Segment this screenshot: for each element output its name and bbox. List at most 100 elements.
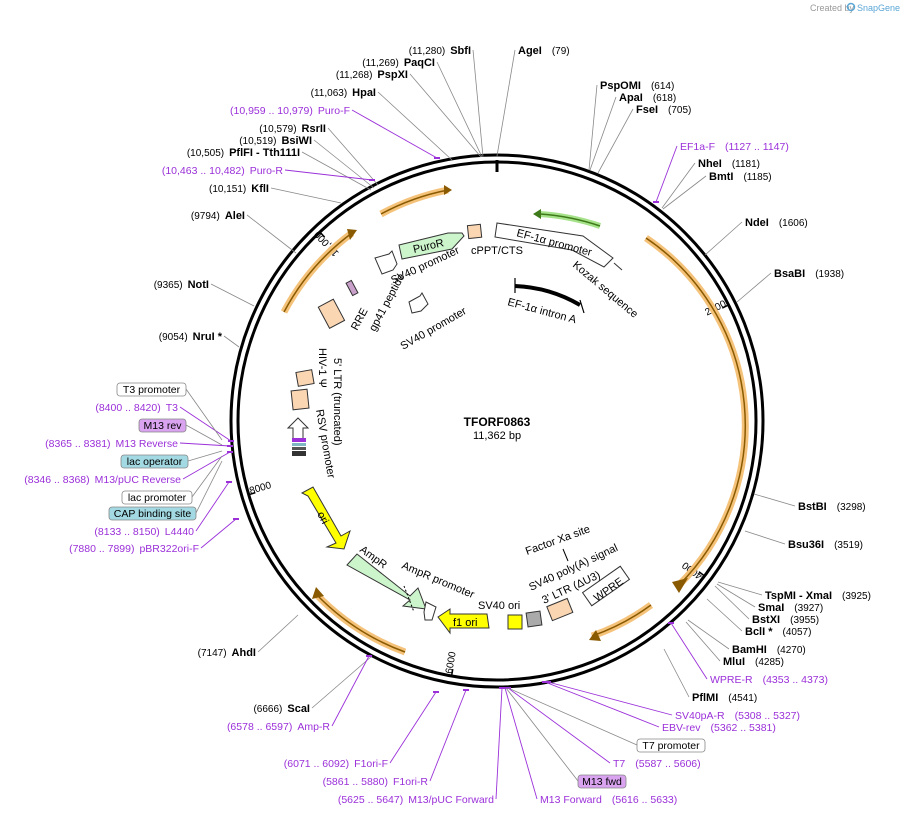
primer-m13-forward[interactable]: M13 Forward(5616 .. 5633) <box>502 687 677 806</box>
boxed-lac-operator[interactable]: lac operator <box>120 450 223 469</box>
site-connector <box>687 619 730 650</box>
orf-arc-main-arrow <box>672 578 688 593</box>
site-nhei[interactable]: NheI(1181) <box>661 158 760 209</box>
site-name: FseI <box>636 104 658 116</box>
boxed-m13-fwd[interactable]: M13 fwd <box>505 687 627 789</box>
site-agei[interactable]: AgeI(79) <box>496 45 570 157</box>
site-pspomi[interactable]: PspOMI(614) <box>588 80 674 171</box>
site-bamhi[interactable]: BamHI(4270) <box>687 619 806 656</box>
primer-range: (5587 .. 5606) <box>635 758 700 770</box>
orf-arc-2-arrow <box>589 630 601 641</box>
primer-m13-reverse[interactable]: M13 Reverse(8365 .. 8381) <box>45 438 233 450</box>
primer-range: (5625 .. 5647) <box>338 794 403 806</box>
site-position: (618) <box>653 93 676 104</box>
credit-text: Created by <box>810 3 855 13</box>
site-smai[interactable]: SmaI(3927) <box>716 583 823 614</box>
site-pspxi[interactable]: PspXI(11,268) <box>336 69 482 158</box>
primer-f1ori-r[interactable]: F1ori-R(5861 .. 5880) <box>323 689 469 788</box>
site-connector <box>662 175 707 210</box>
primer-puro-r[interactable]: Puro-R(10,463 .. 10,482) <box>162 165 375 181</box>
ring-tick-mark <box>698 571 706 577</box>
site-name: Bsu36I <box>788 539 824 551</box>
boxed-m13-rev[interactable]: M13 rev <box>138 418 223 446</box>
primer-range: (8400 .. 8420) <box>95 402 160 414</box>
site-tspmi-xmai[interactable]: TspMI - XmaI(3925) <box>717 581 871 602</box>
site-bstbi[interactable]: BstBI(3298) <box>753 493 866 513</box>
site-name: PflFI - Tth111I <box>229 147 300 159</box>
boxed-cap-binding-site[interactable]: CAP binding site <box>108 460 223 521</box>
site-ndei[interactable]: NdeI(1606) <box>704 217 808 256</box>
primer-name: Puro-F <box>318 105 350 117</box>
site-scai[interactable]: ScaI(6666) <box>253 655 373 715</box>
boxed-lac-promoter[interactable]: lac promoter <box>121 455 223 505</box>
site-connector <box>210 283 255 307</box>
ltr5-box <box>290 388 310 411</box>
primer-puro-f[interactable]: Puro-F(10,959 .. 10,979) <box>230 105 440 159</box>
site-name: SbfI <box>450 45 471 57</box>
primer-ebv-rev[interactable]: EBV-rev(5362 .. 5381) <box>542 681 776 734</box>
site-pflmi[interactable]: PflMI(4541) <box>663 648 757 704</box>
credit-brand: SnapGene <box>857 3 900 13</box>
site-bsabi[interactable]: BsaBI(1938) <box>736 268 844 303</box>
primer-connector <box>182 451 231 480</box>
site-position: (10,505) <box>187 148 224 159</box>
site-connector <box>311 655 373 709</box>
green-arc-line <box>539 213 601 227</box>
site-hpai[interactable]: HpaI(11,063) <box>311 87 453 161</box>
site-bmti[interactable]: BmtI(1185) <box>662 171 772 210</box>
primer-range: (4353 .. 4373) <box>763 674 828 686</box>
site-connector <box>704 221 743 256</box>
site-bsu36i[interactable]: Bsu36I(3519) <box>744 530 863 551</box>
site-paqci[interactable]: PaqCI(11,269) <box>362 57 483 158</box>
primer-m13-puc-reverse[interactable]: M13/pUC Reverse(8346 .. 8368) <box>24 451 233 486</box>
primer-m13-puc-forward[interactable]: M13/pUC Forward(5625 .. 5647) <box>338 687 505 806</box>
site-fsei[interactable]: FseI(705) <box>597 104 691 174</box>
boxed-t3-promoter[interactable]: T3 promoter <box>116 382 223 441</box>
primer-connector <box>179 406 232 442</box>
site-connector <box>246 214 297 254</box>
primer-f1ori-f[interactable]: F1ori-F(6071 .. 6092) <box>284 691 439 770</box>
site-apai[interactable]: ApaI(618) <box>589 92 676 171</box>
site-name: BsaBI <box>774 268 805 280</box>
feature-gp41: gp41 peptide <box>367 272 407 334</box>
primer-pbr322ori-f[interactable]: pBR322ori-F(7880 .. 7899) <box>69 518 239 555</box>
site-alei[interactable]: AleI(9794) <box>191 210 297 254</box>
primer-l4440[interactable]: L4440(8133 .. 8150) <box>94 481 232 538</box>
boxed-label: T7 promoter <box>642 740 700 752</box>
primer-name: Amp-R <box>297 721 330 733</box>
boxed-t7-promoter[interactable]: T7 promoter <box>507 687 706 753</box>
primer-t3[interactable]: T3(8400 .. 8420) <box>95 402 234 442</box>
site-mlui[interactable]: MluI(4285) <box>685 621 784 668</box>
site-kfli[interactable]: KflI(10,151) <box>209 183 342 204</box>
feature-hiv-psi: HIV-1 Ψ <box>316 348 328 388</box>
primer-connector <box>495 687 503 800</box>
site-position: (79) <box>552 46 570 57</box>
primer-ef1a-f[interactable]: EF1a-F(1127 .. 1147) <box>653 141 789 203</box>
site-bsiwi[interactable]: BsiWI(10,519) <box>239 135 375 189</box>
primer-sv40pa-r[interactable]: SV40pA-R(5308 .. 5327) <box>545 681 800 722</box>
site-connector <box>717 581 763 596</box>
site-pflfi-tth111i[interactable]: PflFI - Tth111I (10,505) <box>187 147 372 191</box>
site-position: (11,280) <box>409 46 446 57</box>
boxed-label: lac operator <box>127 456 183 468</box>
primer-t7[interactable]: T7(5587 .. 5606) <box>505 687 701 770</box>
site-connector <box>744 530 786 545</box>
site-nrui[interactable]: NruI *(9054) <box>159 331 240 348</box>
primer-wpre-r[interactable]: WPRE-R(4353 .. 4373) <box>668 622 828 686</box>
site-bstxi[interactable]: BstXI(3955) <box>714 585 819 626</box>
site-ahdi[interactable]: AhdI(7147) <box>198 614 299 659</box>
primer-range: (6578 .. 6597) <box>227 721 292 733</box>
site-rsrii[interactable]: RsrII(10,579) <box>259 123 379 186</box>
site-connector <box>663 648 690 698</box>
site-sbfi[interactable]: SbfI (11,280) <box>409 45 484 158</box>
feature-ltr5: 5' LTR (truncated) <box>331 358 343 445</box>
rsv-promoter-arrow <box>286 417 310 442</box>
site-name: NruI * <box>193 331 223 343</box>
hiv-psi-box <box>295 369 315 387</box>
site-noti[interactable]: NotI(9365) <box>154 279 255 307</box>
site-bcli[interactable]: BclI *(4057) <box>706 598 811 638</box>
primer-range: (5308 .. 5327) <box>735 710 800 722</box>
primer-connector <box>331 655 370 727</box>
primer-amp-r[interactable]: Amp-R (6578 .. 6597) <box>227 655 372 733</box>
